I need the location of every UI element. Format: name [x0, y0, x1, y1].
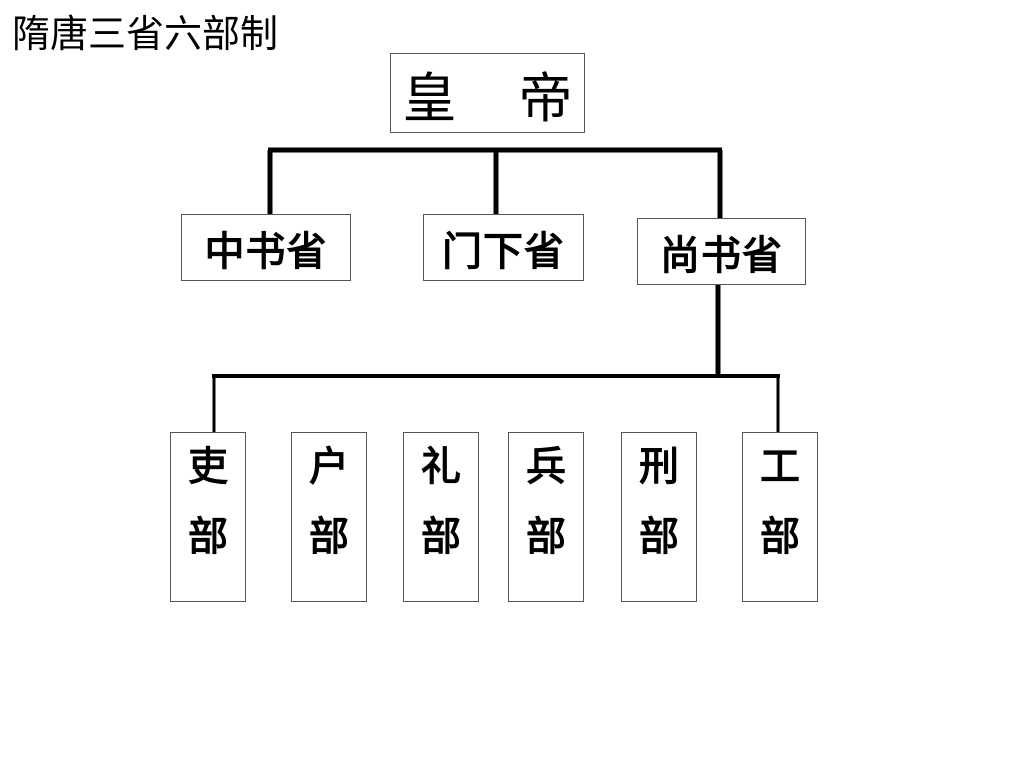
bu-char-1: 户 — [309, 443, 349, 490]
bu-box-li-rites: 礼 部 — [403, 432, 479, 602]
bu-char-2: 部 — [421, 513, 461, 560]
bu-box-hu: 户 部 — [291, 432, 367, 602]
bu-char-2: 部 — [309, 513, 349, 560]
bu-char-1: 兵 — [526, 443, 566, 490]
emperor-box: 皇 帝 — [390, 53, 585, 133]
sheng-label: 门下省 — [442, 227, 565, 275]
emperor-char-2: 帝 — [518, 66, 573, 130]
bu-char-2: 部 — [639, 513, 679, 560]
bu-box-li: 吏 部 — [170, 432, 246, 602]
bu-char-2: 部 — [526, 513, 566, 560]
bu-box-gong: 工 部 — [742, 432, 818, 602]
sheng-box-shangshu: 尚书省 — [637, 218, 806, 285]
bu-char-2: 部 — [760, 513, 800, 560]
bu-char-1: 吏 — [188, 443, 228, 490]
sheng-box-zhongshu: 中书省 — [181, 214, 351, 281]
sheng-box-menxia: 门下省 — [423, 214, 584, 281]
bu-char-1: 刑 — [639, 443, 679, 490]
diagram-title: 隋唐三省六部制 — [12, 12, 279, 56]
bu-char-2: 部 — [188, 513, 228, 560]
sheng-label: 尚书省 — [660, 231, 783, 279]
bu-char-1: 工 — [760, 443, 800, 490]
bu-box-xing: 刑 部 — [621, 432, 697, 602]
bu-box-bing: 兵 部 — [508, 432, 584, 602]
bu-char-1: 礼 — [421, 443, 461, 490]
emperor-char-1: 皇 — [402, 66, 457, 130]
sheng-label: 中书省 — [204, 227, 328, 275]
